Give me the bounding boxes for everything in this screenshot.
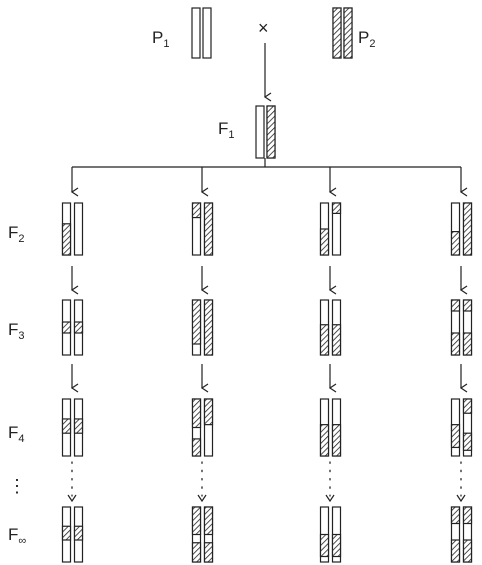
chromosome-finf-col2-right-segment-0 [203,506,214,536]
chromosome-f4-col4-right-segment-0 [462,398,473,414]
chromosome-f4-col2-right-segment-0 [203,398,214,426]
chromosome-f4-col2-left-segment-0 [191,398,202,429]
chromosome-layer [61,7,473,563]
chromosome-f1-left [255,105,265,159]
chromosome-f3-col4-right-segment-1 [462,332,473,356]
chromosome-p1-left [191,7,201,59]
arrow-f4-to-finf-col4-head [456,494,466,503]
chromosome-p2-right-segment-0 [343,7,353,59]
chromosome-f4-col1-right-segment-0 [73,418,84,434]
label-p1: P1 [152,28,169,50]
chromosome-f4-col4-right-segment-1 [462,432,473,451]
cross-symbol: × [258,18,269,38]
chromosome-f2-col4-left-segment-0 [450,231,461,256]
chromosome-finf-col4-right-segment-1 [462,539,473,563]
chromosome-finf-col1-right-segment-0 [73,525,84,541]
chromosome-finf-col4-left-segment-0 [450,506,461,525]
label-f3: F3 [8,320,25,342]
chromosome-f4-col3-right-segment-0 [331,424,342,457]
chromosome-f2-col2-right-segment-0 [203,202,214,256]
label-f4: F4 [8,423,25,445]
chromosome-finf-col2-left-segment-1 [191,542,202,563]
arrow-f4-to-finf-col1-head [67,494,77,503]
chromosome-p2-left-segment-0 [332,7,342,59]
chromosome-p1-right [202,7,212,59]
chromosome-f3-col2-right-segment-0 [203,299,214,356]
chromosome-f4-col3-left-segment-0 [319,424,330,457]
chromosome-f3-col1-left-segment-0 [61,321,72,334]
label-f1: F1 [218,119,235,141]
chromosome-f3-col3-right-segment-0 [331,324,342,356]
chromosome-f3-col4-left-segment-1 [450,332,461,356]
chromosome-finf-col4-left-segment-1 [450,539,461,563]
chromosome-f3-col4-right-segment-0 [462,299,473,312]
chromosome-finf-col3-right-segment-0 [331,533,342,558]
chromosome-f3-col3-left-segment-0 [319,324,330,356]
chromosome-f2-col3-right-segment-0 [331,202,342,214]
chromosome-f2-col1-left-segment-0 [61,223,72,256]
chromosome-finf-col1-left-segment-0 [61,525,72,541]
label-finf: F∞ [8,525,26,547]
chromosome-f3-col4-left-segment-0 [450,299,461,312]
chromosome-finf-col2-left-segment-0 [191,506,202,536]
chromosome-finf-col3-left-segment-0 [319,533,330,558]
label-p2: P2 [358,28,375,50]
arrow-f4-to-finf-col3-head [325,494,335,503]
chromosome-f4-col2-left-segment-1 [191,438,202,457]
arrow-f4-to-finf-col2-head [197,494,207,503]
chromosome-f2-col3-left-segment-0 [319,228,330,256]
chromosome-f3-col2-left-segment-0 [191,299,202,345]
chromosome-f4-col4-left-segment-0 [450,424,461,449]
ellipsis-vertical: ⋮ [8,476,26,496]
chromosome-f2-col2-left-segment-0 [191,202,202,219]
label-f2: F2 [8,223,25,245]
chromosome-f2-col4-right-segment-0 [462,202,473,256]
chromosome-finf-col2-right-segment-1 [203,542,214,563]
chromosome-f2-col1-right [73,202,84,256]
chromosome-f1-right-segment-0 [266,105,276,159]
chromosome-f3-col1-right-segment-0 [73,321,84,334]
chromosome-f4-col1-left-segment-0 [61,418,72,434]
chromosome-finf-col4-right-segment-0 [462,506,473,525]
